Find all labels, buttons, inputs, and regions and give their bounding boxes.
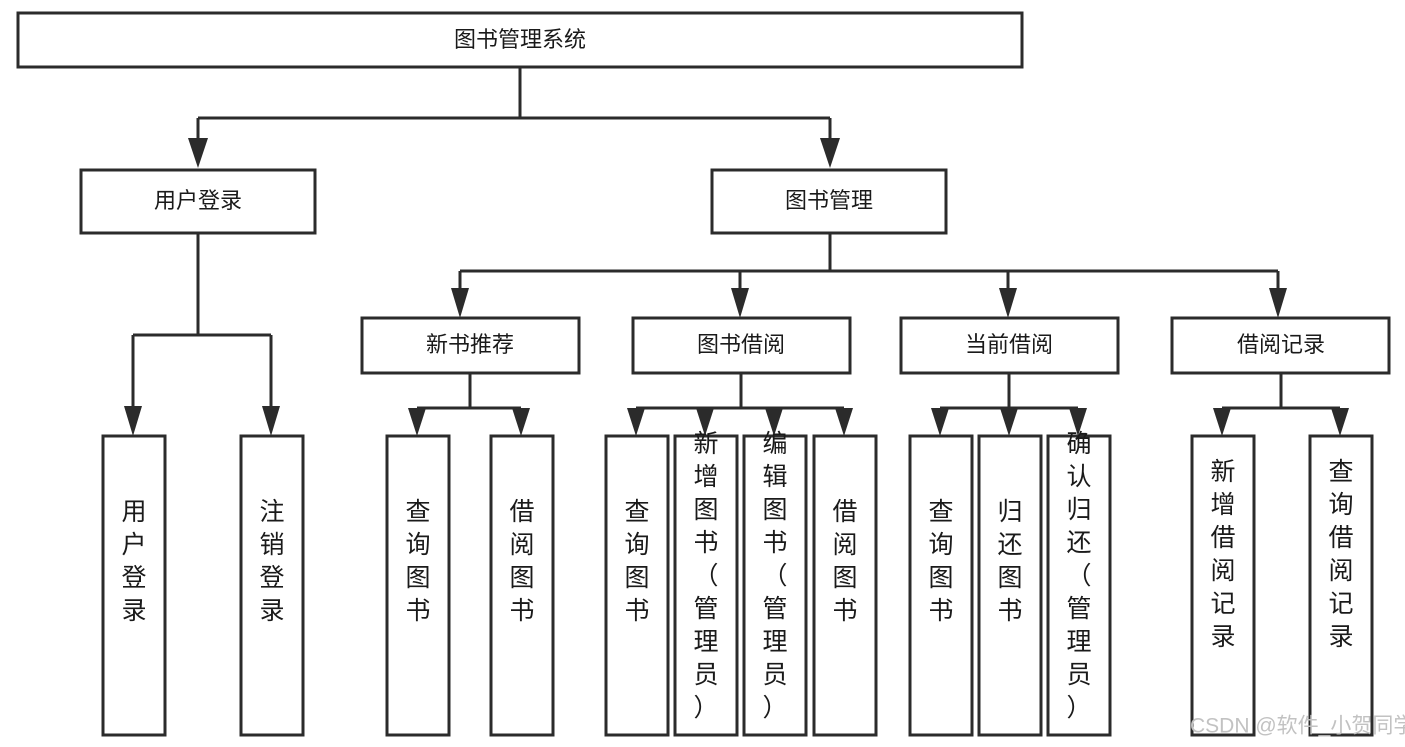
node-current-borrow-box[interactable] — [899, 316, 1120, 375]
node-user-login-label: 用户登录 — [154, 188, 242, 213]
leaf-borrow-book-1-label: 借阅图书 — [509, 498, 534, 625]
arrowhead-leaf-query-book-3 — [931, 408, 949, 436]
node-book-management-box[interactable] — [710, 168, 948, 235]
arrowhead-book-management — [820, 138, 840, 168]
arrowhead-current-borrow — [999, 288, 1017, 318]
node-borrow-record-label: 借阅记录 — [1237, 332, 1325, 357]
node-book-borrow-label: 图书借阅 — [697, 332, 785, 357]
leaf-user-login-label: 用户登录 — [121, 498, 146, 625]
node-root-box[interactable] — [16, 11, 1024, 69]
leaf-query-book-2-label: 查询图书 — [624, 498, 649, 625]
leaf-user-login[interactable]: 用户登录 — [101, 434, 167, 737]
leaf-add-record-label: 新增借阅记录 — [1210, 458, 1235, 651]
arrowhead-leaf-query-record — [1331, 408, 1349, 436]
node-new-book-recommend-box[interactable] — [360, 316, 581, 375]
node-new-book-recommend-label: 新书推荐 — [426, 332, 514, 357]
leaf-logout-login-box[interactable] — [239, 434, 305, 737]
leaf-add-book[interactable]: 新增图书（管理员） — [673, 430, 739, 737]
node-current-borrow-label: 当前借阅 — [965, 332, 1053, 357]
leaf-borrow-book-1[interactable]: 借阅图书 — [489, 434, 555, 737]
leaf-logout-login[interactable]: 注销登录 — [239, 434, 305, 737]
arrowhead-leaf-return-book — [1000, 408, 1018, 436]
leaf-query-book-1-box[interactable] — [385, 434, 451, 737]
leaf-edit-book[interactable]: 编辑图书（管理员） — [742, 430, 808, 737]
arrowhead-leaf-query-book-1 — [408, 408, 426, 436]
arrowhead-leaf-edit-book — [765, 408, 783, 436]
arrowhead-leaf-logout-login — [262, 406, 280, 436]
leaf-add-book-box[interactable] — [673, 434, 739, 737]
leaf-borrow-book-2-box[interactable] — [812, 434, 878, 737]
leaf-query-book-1-label: 查询图书 — [405, 498, 430, 625]
node-root-label: 图书管理系统 — [454, 27, 586, 52]
leaf-borrow-book-2-label: 借阅图书 — [832, 498, 857, 625]
leaf-confirm-return[interactable]: 确认归还（管理员） — [1046, 430, 1112, 737]
arrowhead-leaf-add-book — [696, 408, 714, 436]
leaf-confirm-return-box[interactable] — [1046, 434, 1112, 737]
leaf-query-record-label: 查询借阅记录 — [1328, 458, 1353, 651]
leaf-logout-login-label: 注销登录 — [259, 498, 284, 625]
node-borrow-record[interactable]: 借阅记录 — [1170, 316, 1391, 375]
node-book-management[interactable]: 图书管理 — [710, 168, 948, 235]
node-borrow-record-box[interactable] — [1170, 316, 1391, 375]
leaf-edit-book-label: 编辑图书（管理员） — [762, 430, 787, 722]
arrowhead-leaf-query-book-2 — [627, 408, 645, 436]
leaf-borrow-book-2[interactable]: 借阅图书 — [812, 434, 878, 737]
arrowhead-user-login — [188, 138, 208, 168]
leaf-add-record[interactable]: 新增借阅记录 — [1190, 434, 1256, 737]
leaf-query-book-2[interactable]: 查询图书 — [604, 434, 670, 737]
leaf-query-record-box[interactable] — [1308, 434, 1374, 737]
leaf-user-login-box[interactable] — [101, 434, 167, 737]
leaf-return-book-label: 归还图书 — [997, 498, 1022, 625]
leaf-query-book-1[interactable]: 查询图书 — [385, 434, 451, 737]
node-new-book-recommend[interactable]: 新书推荐 — [360, 316, 581, 375]
leaf-return-book[interactable]: 归还图书 — [977, 434, 1043, 737]
arrowhead-book-borrow — [731, 288, 749, 318]
csdn-watermark: CSDN @软件_小贺同学 — [1190, 715, 1405, 738]
leaf-confirm-return-label: 确认归还（管理员） — [1066, 430, 1091, 722]
connectors-group — [124, 67, 1349, 436]
leaf-query-book-3-box[interactable] — [908, 434, 974, 737]
node-book-management-label: 图书管理 — [785, 188, 873, 213]
node-book-borrow-box[interactable] — [631, 316, 852, 375]
leaf-return-book-box[interactable] — [977, 434, 1043, 737]
arrowhead-leaf-borrow-book-1 — [512, 408, 530, 436]
arrowhead-leaf-borrow-book-2 — [835, 408, 853, 436]
leaf-query-record[interactable]: 查询借阅记录 — [1308, 434, 1374, 737]
node-book-borrow[interactable]: 图书借阅 — [631, 316, 852, 375]
arrowhead-new-book-recommend — [451, 288, 469, 318]
node-user-login[interactable]: 用户登录 — [79, 168, 317, 235]
node-root[interactable]: 图书管理系统 — [16, 11, 1024, 69]
leaf-query-book-2-box[interactable] — [604, 434, 670, 737]
leaf-query-book-3[interactable]: 查询图书 — [908, 434, 974, 737]
node-current-borrow[interactable]: 当前借阅 — [899, 316, 1120, 375]
leaf-add-record-box[interactable] — [1190, 434, 1256, 737]
arrowhead-leaf-add-record — [1213, 408, 1231, 436]
arrowhead-borrow-record — [1269, 288, 1287, 318]
leaf-edit-book-box[interactable] — [742, 434, 808, 737]
arrowhead-leaf-confirm-return — [1069, 408, 1087, 436]
arrowhead-leaf-user-login — [124, 406, 142, 436]
node-user-login-box[interactable] — [79, 168, 317, 235]
leaf-add-book-label: 新增图书（管理员） — [693, 430, 718, 722]
leaf-borrow-book-1-box[interactable] — [489, 434, 555, 737]
leaf-query-book-3-label: 查询图书 — [928, 498, 953, 625]
